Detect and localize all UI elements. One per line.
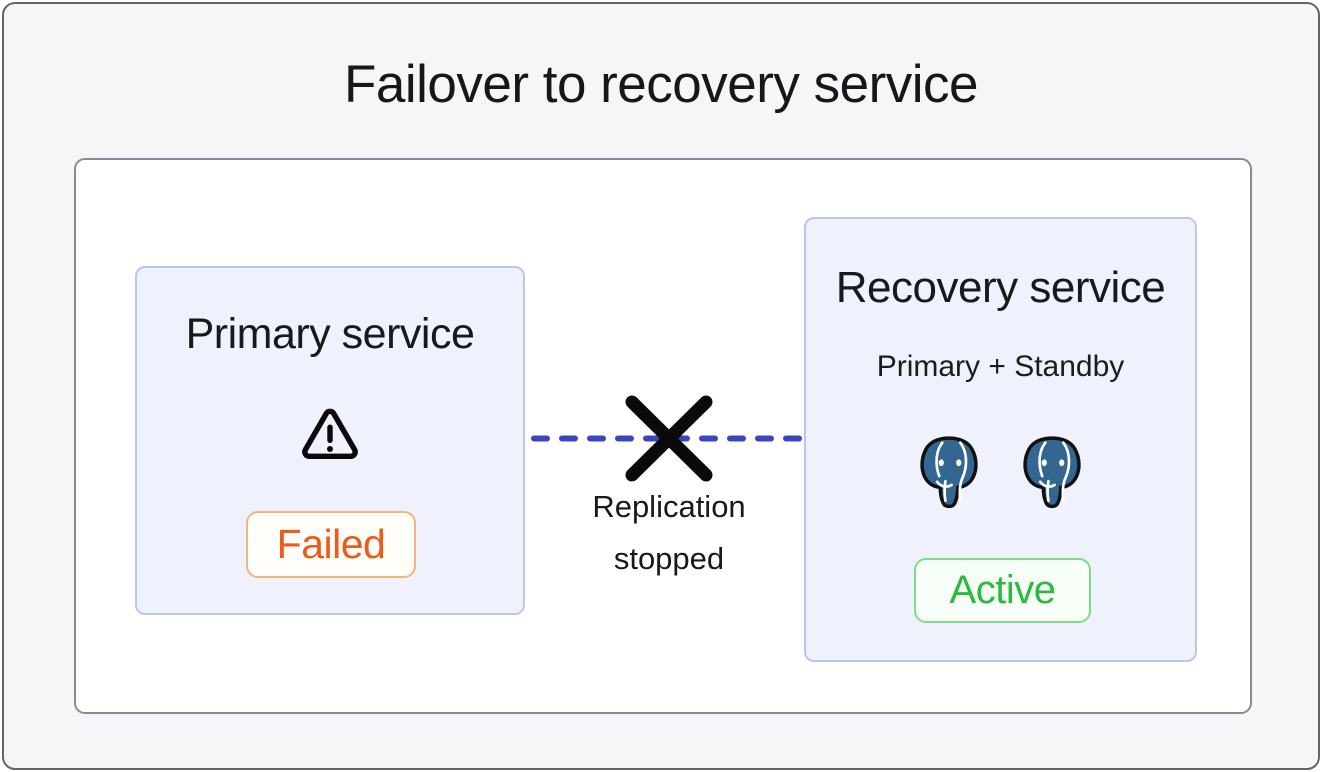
active-status-badge: Active [914,558,1091,623]
warning-icon-wrapper [137,403,523,465]
recovery-service-subtitle: Primary + Standby [876,350,1125,383]
recovery-service-title: Recovery service [835,263,1166,312]
diagram-panel: Primary service Failed Replication stopp… [74,158,1252,714]
warning-triangle-icon [302,408,358,459]
replication-stopped-label: Replication stopped [592,489,746,576]
postgresql-elephant-icon [916,435,982,509]
broken-x-icon [625,395,713,482]
primary-service-title: Primary service [185,310,475,358]
primary-service-box: Primary service Failed [135,266,525,615]
postgresql-elephant-icon [1019,435,1085,509]
failed-status-badge: Failed [246,511,416,578]
recovery-service-box: Recovery service Primary + Standby Activ… [804,217,1197,662]
postgres-instances [806,435,1195,509]
diagram-title: Failover to recovery service [344,55,978,114]
replication-connection [531,395,807,482]
